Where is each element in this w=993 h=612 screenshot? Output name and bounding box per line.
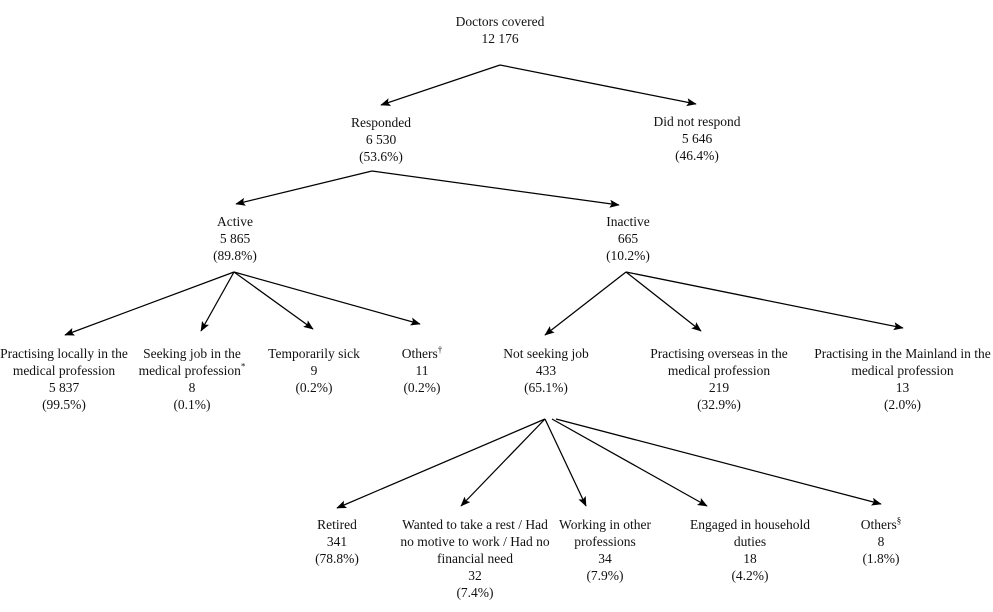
node-practising-locally[interactable]: Practising locally in the medical profes… — [0, 345, 128, 413]
node-label: Practising in the Mainland in the medica… — [814, 346, 991, 378]
node-did-not-respond[interactable]: Did not respond 5 646 (46.4%) — [612, 113, 782, 164]
node-label: Others§ — [838, 516, 924, 533]
node-label: Others† — [380, 345, 464, 362]
node-percent: (1.8%) — [862, 551, 900, 566]
arrow-inactive-to-practising-overseas — [625, 271, 702, 332]
node-count: 6 530 — [365, 132, 397, 147]
node-count: 8 — [877, 534, 885, 549]
arrow-active-to-seeking-job — [200, 271, 235, 332]
node-label: Seeking job in the medical profession* — [137, 345, 247, 379]
node-label: Working in other professions — [559, 517, 651, 549]
node-count: 341 — [326, 534, 348, 549]
node-percent: (4.2%) — [731, 568, 769, 583]
node-label: Temporarily sick — [268, 346, 360, 361]
node-percent: (89.8%) — [213, 248, 257, 263]
footnote-marker-asterisk: * — [240, 361, 246, 372]
arrow-not-seeking-to-other-professions — [544, 418, 587, 507]
arrow-not-seeking-to-household-duties — [551, 418, 708, 507]
arrow-responded-to-inactive — [371, 170, 620, 208]
node-label: Engaged in household duties — [690, 517, 810, 549]
footnote-marker-dagger: † — [437, 344, 443, 355]
arrow-inactive-to-practising-mainland — [625, 271, 904, 331]
node-percent: (0.2%) — [403, 380, 441, 395]
node-percent: (10.2%) — [606, 248, 650, 263]
node-label: Not seeking job — [503, 346, 589, 361]
arrow-active-to-practising-locally — [64, 271, 235, 336]
node-percent: (53.6%) — [359, 149, 403, 164]
node-label: Active — [217, 214, 253, 229]
node-count: 5 646 — [681, 131, 713, 146]
arrow-root-to-did-not-respond — [499, 64, 697, 107]
node-label-text: Others — [860, 517, 897, 532]
node-percent: (78.8%) — [315, 551, 359, 566]
arrow-active-to-others-active — [233, 271, 421, 326]
node-practising-mainland[interactable]: Practising in the Mainland in the medica… — [812, 345, 993, 413]
node-count: 34 — [598, 551, 612, 566]
node-others-not-seeking[interactable]: Others§ 8 (1.8%) — [838, 516, 924, 567]
node-seeking-job[interactable]: Seeking job in the medical profession* 8… — [137, 345, 247, 413]
arrow-not-seeking-to-others-not-seeking — [555, 418, 882, 506]
node-label: Wanted to take a rest / Had no motive to… — [400, 517, 550, 566]
node-doctors-covered[interactable]: Doctors covered 12 176 — [405, 13, 595, 47]
arrow-responded-to-active — [235, 170, 373, 206]
node-responded[interactable]: Responded 6 530 (53.6%) — [296, 114, 466, 165]
node-label: Did not respond — [653, 114, 741, 129]
node-count: 5 865 — [219, 231, 251, 246]
node-label-text: Others — [401, 346, 438, 361]
footnote-marker-section: § — [896, 515, 902, 526]
node-percent: (0.2%) — [295, 380, 333, 395]
node-count: 219 — [708, 380, 730, 395]
node-active[interactable]: Active 5 865 (89.8%) — [164, 213, 306, 264]
arrow-inactive-to-not-seeking-job — [544, 271, 627, 336]
node-label: Practising locally in the medical profes… — [0, 346, 128, 378]
node-percent: (2.0%) — [883, 397, 922, 412]
node-other-professions[interactable]: Working in other professions 34 (7.9%) — [551, 516, 659, 584]
node-count: 32 — [468, 568, 482, 583]
node-percent: (0.1%) — [173, 397, 211, 412]
node-percent: (99.5%) — [42, 397, 86, 412]
node-wanted-rest[interactable]: Wanted to take a rest / Had no motive to… — [399, 516, 551, 601]
node-label-text: Seeking job in the medical profession — [138, 346, 241, 378]
node-label: Inactive — [606, 214, 650, 229]
node-label: Responded — [351, 115, 411, 130]
node-count: 13 — [895, 380, 910, 395]
node-count: 665 — [617, 231, 639, 246]
node-count: 5 837 — [48, 380, 80, 395]
node-percent: (7.4%) — [456, 585, 494, 600]
arrow-root-to-responded — [380, 64, 501, 106]
arrow-not-seeking-to-wanted-rest — [460, 418, 546, 507]
node-percent: (32.9%) — [697, 397, 741, 412]
arrow-active-to-temporarily-sick — [233, 271, 314, 330]
node-inactive[interactable]: Inactive 665 (10.2%) — [557, 213, 699, 264]
node-percent: (65.1%) — [524, 380, 568, 395]
node-not-seeking-job[interactable]: Not seeking job 433 (65.1%) — [474, 345, 618, 396]
node-count: 11 — [415, 363, 429, 378]
node-count: 433 — [535, 363, 557, 378]
node-temporarily-sick[interactable]: Temporarily sick 9 (0.2%) — [258, 345, 370, 396]
node-count: 12 176 — [481, 31, 519, 46]
node-household-duties[interactable]: Engaged in household duties 18 (4.2%) — [680, 516, 820, 584]
node-retired[interactable]: Retired 341 (78.8%) — [283, 516, 391, 567]
arrow-not-seeking-to-retired — [336, 418, 546, 509]
node-label: Doctors covered — [455, 14, 545, 29]
node-others-active[interactable]: Others† 11 (0.2%) — [380, 345, 464, 396]
node-count: 8 — [188, 380, 196, 395]
node-practising-overseas[interactable]: Practising overseas in the medical profe… — [628, 345, 810, 413]
node-count: 9 — [310, 363, 318, 378]
node-count: 18 — [743, 551, 757, 566]
node-label: Practising overseas in the medical profe… — [650, 346, 788, 378]
node-label: Retired — [317, 517, 357, 532]
node-percent: (7.9%) — [586, 568, 624, 583]
node-percent: (46.4%) — [675, 148, 719, 163]
